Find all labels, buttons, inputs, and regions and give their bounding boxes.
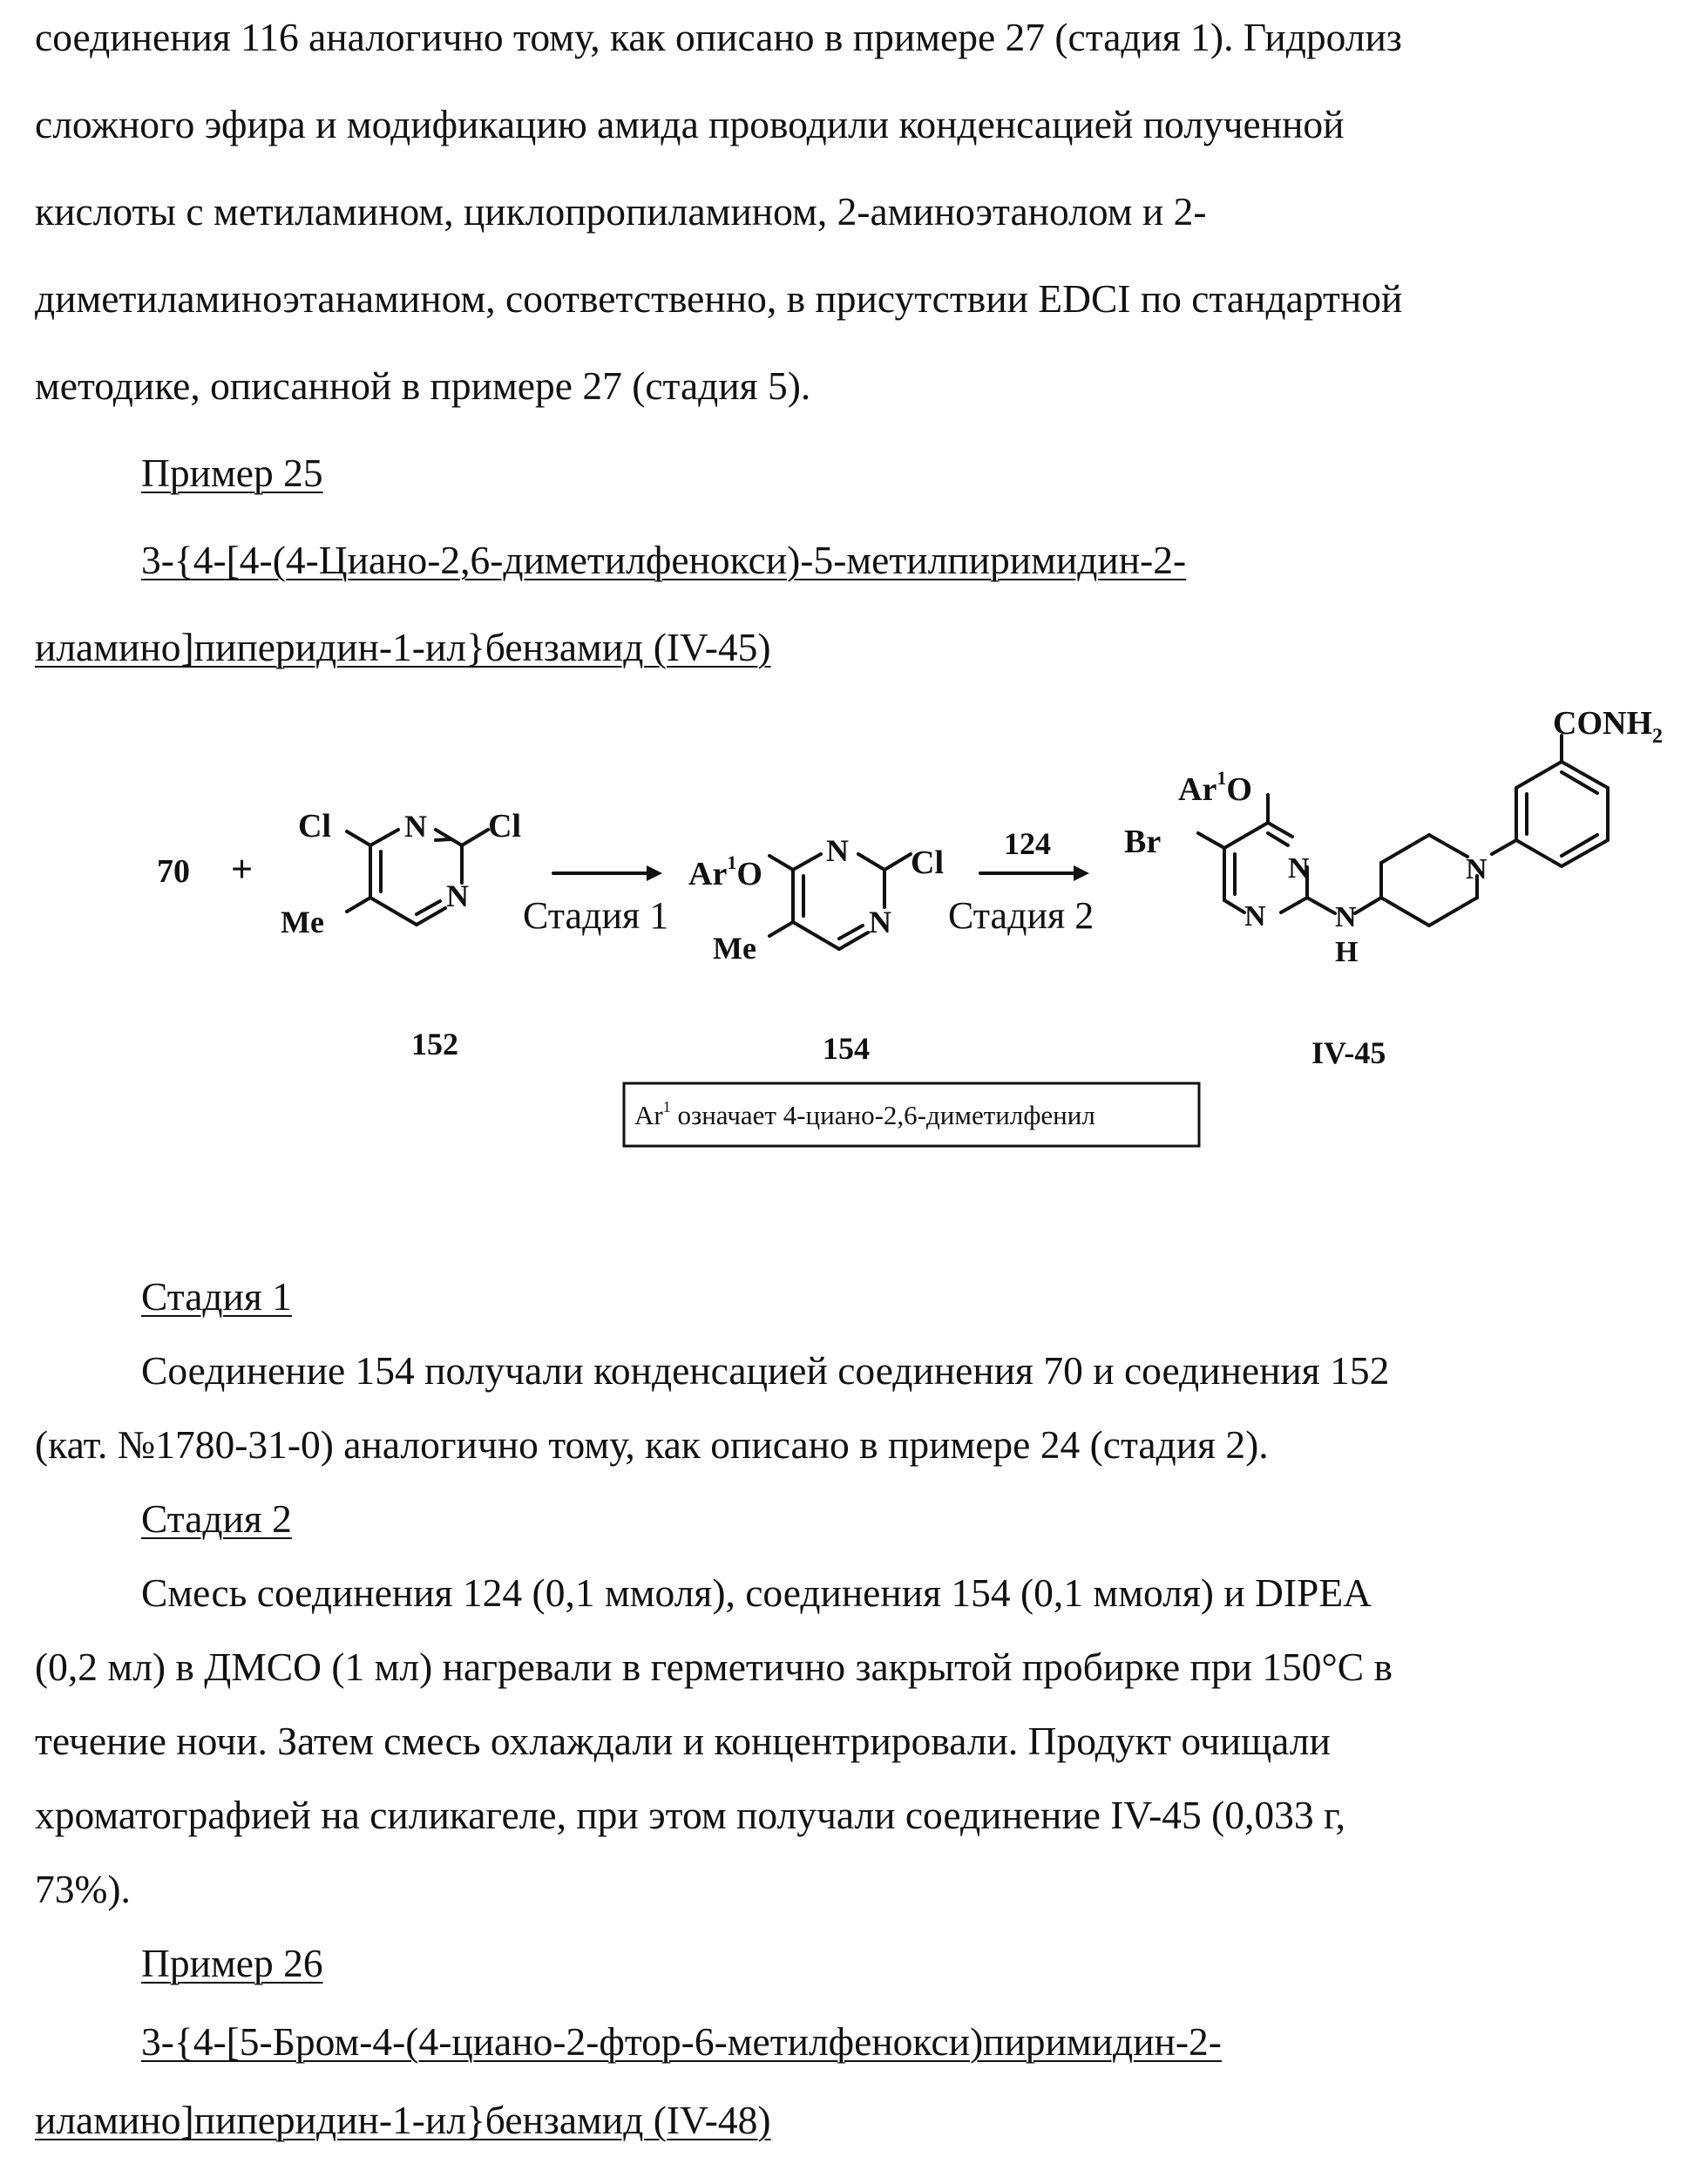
compound-iv45-label: IV-45 <box>1311 1035 1386 1070</box>
stage-2-line: хроматографией на силикагеле, при этом п… <box>35 1789 1673 1841</box>
atom-n: N <box>869 905 891 939</box>
example-26-title-1: 3-{4-[5-Бром-4-(4-циано-2-фтор-6-метилфе… <box>141 2019 1222 2064</box>
plus-sign: + <box>231 848 253 891</box>
reaction-scheme: 70 + Cl N Cl N Me 152 Стадия 1 Ar1O N Cl… <box>0 680 1701 1246</box>
reagent-124-label: 124 <box>1004 826 1051 861</box>
atom-ar: Ar1O <box>688 851 762 892</box>
example-25-title-2: иламино]пиперидин-1-ил}бензамид (IV-45) <box>35 625 771 669</box>
atom-conh2: CONH2 <box>1553 705 1663 748</box>
atom-n: N <box>826 833 849 868</box>
atom-br: Br <box>1124 824 1161 860</box>
ar-definition-text: Ar1 означает 4-циано-2,6-диметилфенил <box>634 1098 1095 1130</box>
reagent-70-label: 70 <box>157 853 190 890</box>
compound-152-label: 152 <box>411 1027 458 1061</box>
stage-1-line: Соединение 154 получали конденсацией сое… <box>141 1345 1673 1397</box>
stage-2-heading: Стадия 2 <box>141 1496 292 1541</box>
example-title-line: 3-{4-[5-Бром-4-(4-циано-2-фтор-6-метилфе… <box>141 2016 1673 2068</box>
atom-n: N <box>1335 901 1357 933</box>
example-heading: Пример 25 <box>141 447 1673 499</box>
example-title-line: иламино]пиперидин-1-ил}бензамид (IV-48) <box>35 2094 1673 2147</box>
atom-me: Me <box>713 931 756 966</box>
intro-line: кислоты с метиламином, циклопропиламином… <box>35 186 1673 238</box>
compound-154-label: 154 <box>823 1031 870 1066</box>
stage-2-line: течение ночи. Затем смесь охлаждали и ко… <box>35 1715 1673 1767</box>
stage-heading: Стадия 1 <box>141 1271 1673 1323</box>
atom-h: H <box>1335 936 1358 968</box>
atom-ar: Ar1O <box>1178 767 1252 808</box>
example-25-title-1: 3-{4-[4-(4-Циано-2,6-диметилфенокси)-5-м… <box>141 538 1186 582</box>
stage-2-line: Смесь соединения 124 (0,1 ммоля), соедин… <box>141 1567 1673 1619</box>
stage-1-heading: Стадия 1 <box>141 1274 292 1319</box>
atom-n: N <box>1466 853 1488 885</box>
example-title-line: 3-{4-[4-(4-Циано-2,6-диметилфенокси)-5-м… <box>141 534 1673 587</box>
example-26-title-2: иламино]пиперидин-1-ил}бензамид (IV-48) <box>35 2098 771 2142</box>
stage-2-line: (0,2 мл) в ДМСО (1 мл) нагревали в герме… <box>35 1641 1673 1693</box>
atom-cl: Cl <box>298 808 331 844</box>
stage-1-line: (кат. №1780-31-0) аналогично тому, как о… <box>35 1419 1673 1471</box>
stage-2-label: Стадия 2 <box>948 894 1094 937</box>
stage-1-label: Стадия 1 <box>523 894 668 937</box>
reaction-scheme-svg: 70 + Cl N Cl N Me 152 Стадия 1 Ar1O N Cl… <box>0 680 1701 1246</box>
intro-line: соединения 116 аналогично тому, как опис… <box>35 11 1673 64</box>
atom-me: Me <box>281 905 324 939</box>
example-title-line: иламино]пиперидин-1-ил}бензамид (IV-45) <box>35 621 1673 674</box>
atom-n: N <box>1244 900 1266 933</box>
intro-line: методике, описанной в примере 27 (стадия… <box>35 360 1673 412</box>
atom-cl: Cl <box>911 844 944 881</box>
stage-2-line: 73%). <box>35 1863 1673 1916</box>
atom-n: N <box>1288 852 1310 885</box>
stage-heading: Стадия 2 <box>141 1493 1673 1545</box>
intro-line: сложного эфира и модификацию амида прово… <box>35 98 1673 151</box>
example-26-heading: Пример 26 <box>141 1941 323 1985</box>
intro-line: диметиламиноэтанамином, соответственно, … <box>35 273 1673 325</box>
atom-n: N <box>404 809 427 844</box>
example-25-heading: Пример 25 <box>141 451 323 495</box>
atom-cl: Cl <box>488 808 521 844</box>
example-heading: Пример 26 <box>141 1937 1673 1990</box>
atom-n: N <box>446 878 469 913</box>
